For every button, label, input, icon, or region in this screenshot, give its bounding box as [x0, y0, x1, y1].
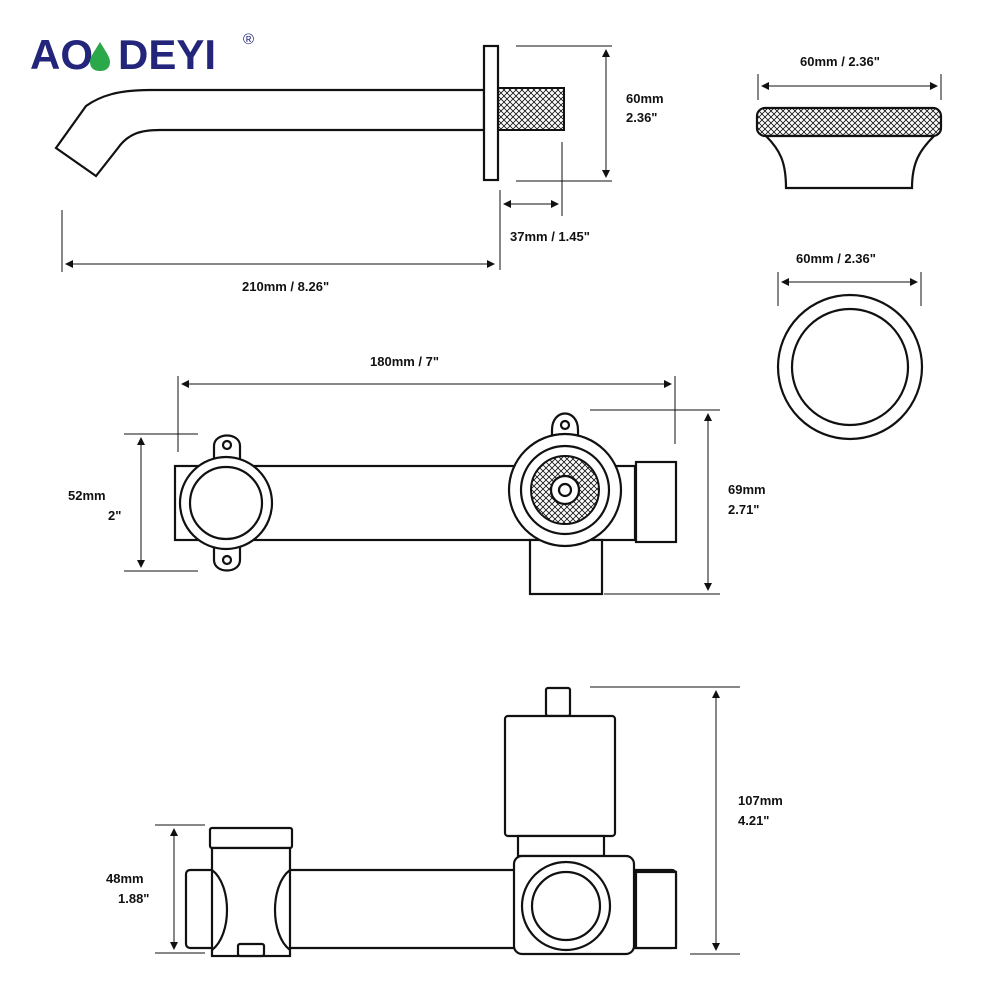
valve-side-view: 48mm 1.88" 107mm 4.21"	[106, 686, 783, 958]
valve-left-height-inch: 2"	[108, 508, 121, 523]
valve-side-total-height-mm: 107mm	[738, 793, 783, 808]
brand-logo: AO DEYI ®	[30, 31, 254, 78]
spout-length-dim: 210mm / 8.26"	[242, 279, 329, 294]
knob-front-view: 60mm / 2.36"	[776, 251, 924, 441]
spout-height-inch: 2.36"	[626, 110, 657, 125]
valve-width-dim: 180mm / 7"	[370, 354, 439, 369]
valve-side-total-height-inch: 4.21"	[738, 813, 769, 828]
valve-front-view: 180mm / 7" 52mm 2" 69mm 2.71"	[68, 354, 766, 596]
water-drop-icon	[90, 42, 110, 71]
knob-front-diameter-dim: 60mm / 2.36"	[796, 251, 876, 266]
knob-side-view: 60mm / 2.36"	[755, 54, 943, 190]
spout-height-mm: 60mm	[626, 91, 664, 106]
brand-name-b: DEYI	[118, 31, 216, 78]
valve-right-height-mm: 69mm	[728, 482, 766, 497]
valve-left-height-mm: 52mm	[68, 488, 106, 503]
valve-side-left-height-mm: 48mm	[106, 871, 144, 886]
spout-thread-dim: 37mm / 1.45"	[510, 229, 590, 244]
valve-right-height-inch: 2.71"	[728, 502, 759, 517]
spout-side-view: 60mm 2.36" 37mm / 1.45" 210mm / 8.26"	[54, 44, 664, 294]
valve-side-left-height-inch: 1.88"	[118, 891, 149, 906]
brand-name-a: AO	[30, 31, 93, 78]
knob-side-width-dim: 60mm / 2.36"	[800, 54, 880, 69]
registered-mark: ®	[243, 31, 254, 48]
